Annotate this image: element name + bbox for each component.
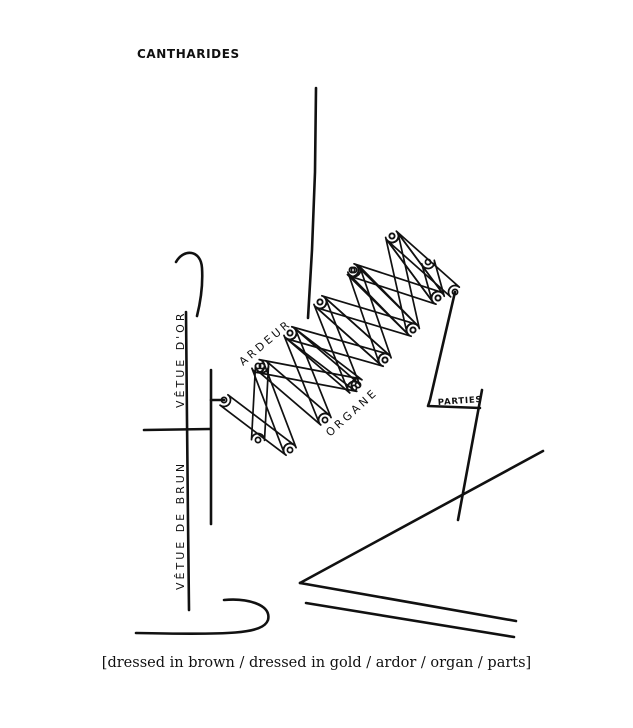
- lazy-tongs-mechanism: [209, 230, 461, 457]
- parties-connector: [426, 290, 482, 410]
- bottom-curl: [134, 598, 270, 636]
- label-vetue-dor: VÊTUE D'OR: [174, 311, 187, 409]
- label-parties: PARTIES: [438, 395, 483, 408]
- tongs-pivot: [286, 446, 294, 454]
- tongs-pivot: [254, 362, 262, 370]
- tongs-pivot: [409, 326, 417, 334]
- wedge-upper-line: [298, 449, 545, 585]
- tongs-bar: [284, 327, 360, 394]
- top-hook: [174, 251, 204, 318]
- figure-caption: [dressed in brown / dressed in gold / ar…: [101, 655, 532, 671]
- tall-vertical-line: [306, 86, 318, 320]
- wedge-bottom-line: [304, 601, 516, 639]
- tongs-bar: [219, 393, 295, 457]
- tongs-bar: [314, 296, 391, 366]
- tongs-pivot: [254, 436, 262, 444]
- tongs-pivot: [381, 356, 389, 364]
- label-organe: ORGANE: [323, 386, 380, 440]
- crossbar-line: [142, 427, 212, 432]
- tongs-pivot: [258, 362, 266, 370]
- tongs-pivot: [321, 416, 329, 424]
- tongs-bar: [251, 362, 297, 454]
- tongs-pivot: [316, 298, 324, 306]
- tongs-bar: [420, 259, 446, 301]
- tongs-pivot: [220, 396, 228, 404]
- tongs-bar: [314, 296, 391, 366]
- wedge-lower-line: [298, 581, 518, 623]
- page-title: CANTHARIDES: [137, 47, 240, 61]
- tongs-pivot: [350, 384, 358, 392]
- tongs-pivot: [388, 232, 396, 240]
- left-axis-line: [184, 310, 191, 612]
- label-vetue-de-brun: VÊTUE DE BRUN: [174, 461, 187, 590]
- tongs-pivot: [286, 329, 294, 337]
- tongs-pivot: [424, 258, 432, 266]
- tongs-pivot: [350, 266, 358, 274]
- tongs-pivot: [434, 294, 442, 302]
- slanted-vertical-line: [456, 388, 484, 522]
